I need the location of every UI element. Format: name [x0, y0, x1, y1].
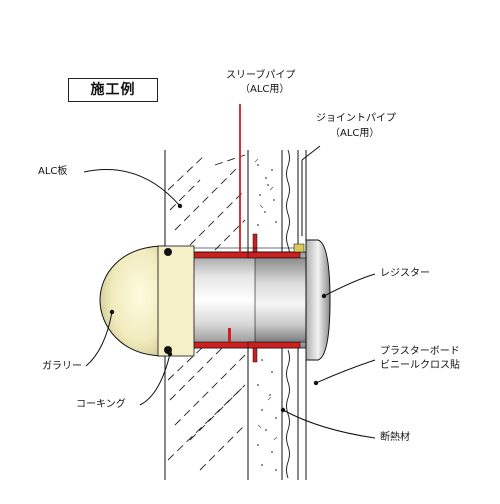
label-plaster-board: プラスターボード	[380, 346, 460, 357]
label-caulking: コーキング	[76, 399, 126, 410]
label-sleeve-pipe-sub: （ALC用）	[240, 84, 290, 95]
label-gallery: ガラリー	[42, 361, 82, 372]
gallery-cap	[99, 245, 195, 357]
label-insulation: 断熱材	[380, 432, 410, 443]
label-joint-pipe-sub: （ALC用）	[330, 128, 380, 139]
register-cap	[305, 239, 331, 361]
label-sleeve-pipe: スリーブパイプ	[226, 70, 296, 81]
page-title: 施工例	[68, 78, 158, 102]
insulation-layer	[254, 149, 290, 480]
label-register: レジスター	[380, 268, 430, 279]
label-joint-pipe: ジョイントパイプ	[316, 113, 396, 124]
label-vinyl-cloth: ビニールクロス貼	[380, 360, 460, 371]
label-alc-board: ALC板	[38, 166, 68, 177]
